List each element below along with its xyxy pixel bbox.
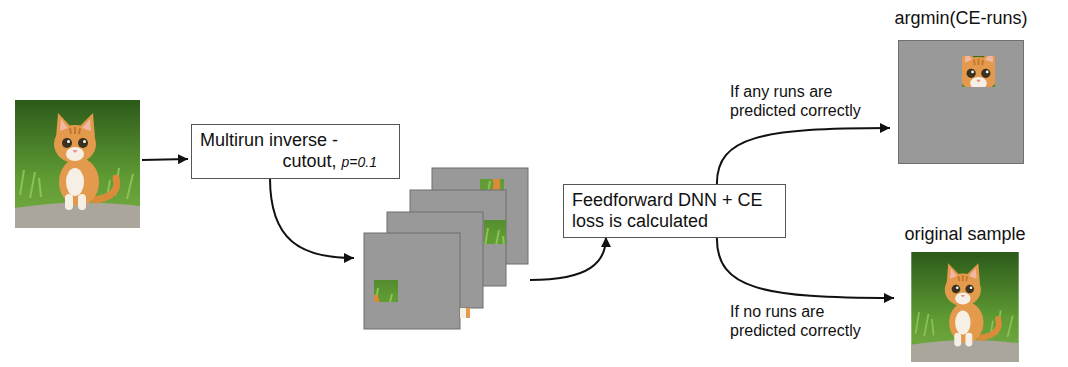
box-text: Feedforward DNN + CE loss is calculated (572, 190, 763, 231)
original-image (900, 252, 1030, 362)
edge-label: If any runs are predicted correctly (730, 82, 880, 120)
box-text: Multirun inverse -cutout, (200, 130, 338, 171)
flow-arrow (717, 128, 890, 184)
image-heading: argmin(CE-runs) (891, 6, 1031, 30)
image-heading: original sample (895, 222, 1035, 246)
flow-arrow (717, 238, 894, 298)
image-node: original sample (895, 222, 1035, 362)
image-node: argmin(CE-runs) (891, 6, 1031, 164)
process-box: Feedforward DNN + CE loss is calculated (563, 184, 786, 238)
process-box: Multirun inverse -cutout,p=0.1 (191, 124, 400, 179)
parameter-text: p=0.1 (342, 154, 377, 170)
edge-label: If no runs are predicted correctly (730, 302, 880, 340)
cutout-result-image (898, 40, 1024, 164)
